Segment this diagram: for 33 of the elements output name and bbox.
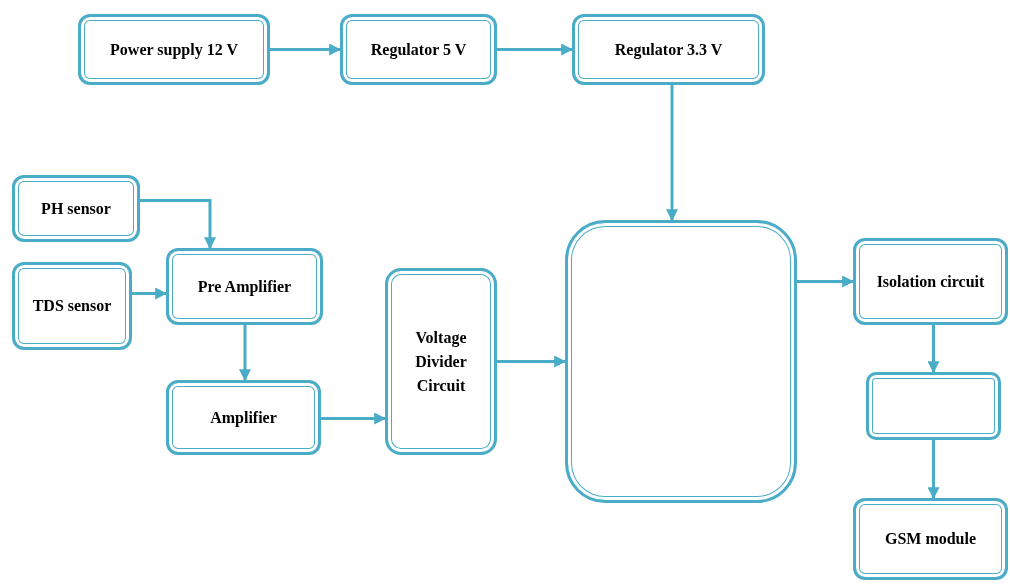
arrow — [140, 199, 216, 250]
block-box — [572, 14, 765, 85]
block-label: GSM module — [884, 529, 977, 549]
block-label: Pre Amplifier — [197, 276, 292, 298]
arrow — [270, 43, 342, 56]
block-label: Amplifier — [210, 407, 277, 429]
block-label: Voltage Divider Circuit — [414, 327, 468, 396]
arrow — [239, 325, 251, 382]
block-box — [853, 498, 1008, 580]
block-box — [166, 248, 323, 325]
block-box — [12, 175, 140, 242]
arrow — [497, 355, 567, 368]
arrow — [927, 440, 940, 500]
block-box — [166, 380, 321, 455]
arrow — [497, 43, 574, 56]
empty-block-box — [565, 220, 797, 503]
block-label: Isolation circuit — [876, 271, 985, 292]
empty-block-box — [866, 372, 1001, 440]
block-box — [12, 262, 132, 350]
block-box — [340, 14, 497, 85]
block-label: PH sensor — [41, 198, 111, 219]
block-label: Power supply 12 V — [110, 39, 238, 61]
block-box — [853, 238, 1008, 325]
arrow — [132, 287, 168, 300]
block-box — [78, 14, 270, 85]
block-label: Regulator 5 V — [370, 39, 467, 61]
block-box — [385, 268, 497, 455]
arrow — [797, 275, 855, 288]
arrow — [666, 85, 678, 222]
block-label: TDS sensor — [32, 296, 112, 316]
block-label: Regulator 3.3 V — [614, 39, 723, 61]
arrow — [321, 412, 387, 425]
arrow — [927, 325, 940, 374]
